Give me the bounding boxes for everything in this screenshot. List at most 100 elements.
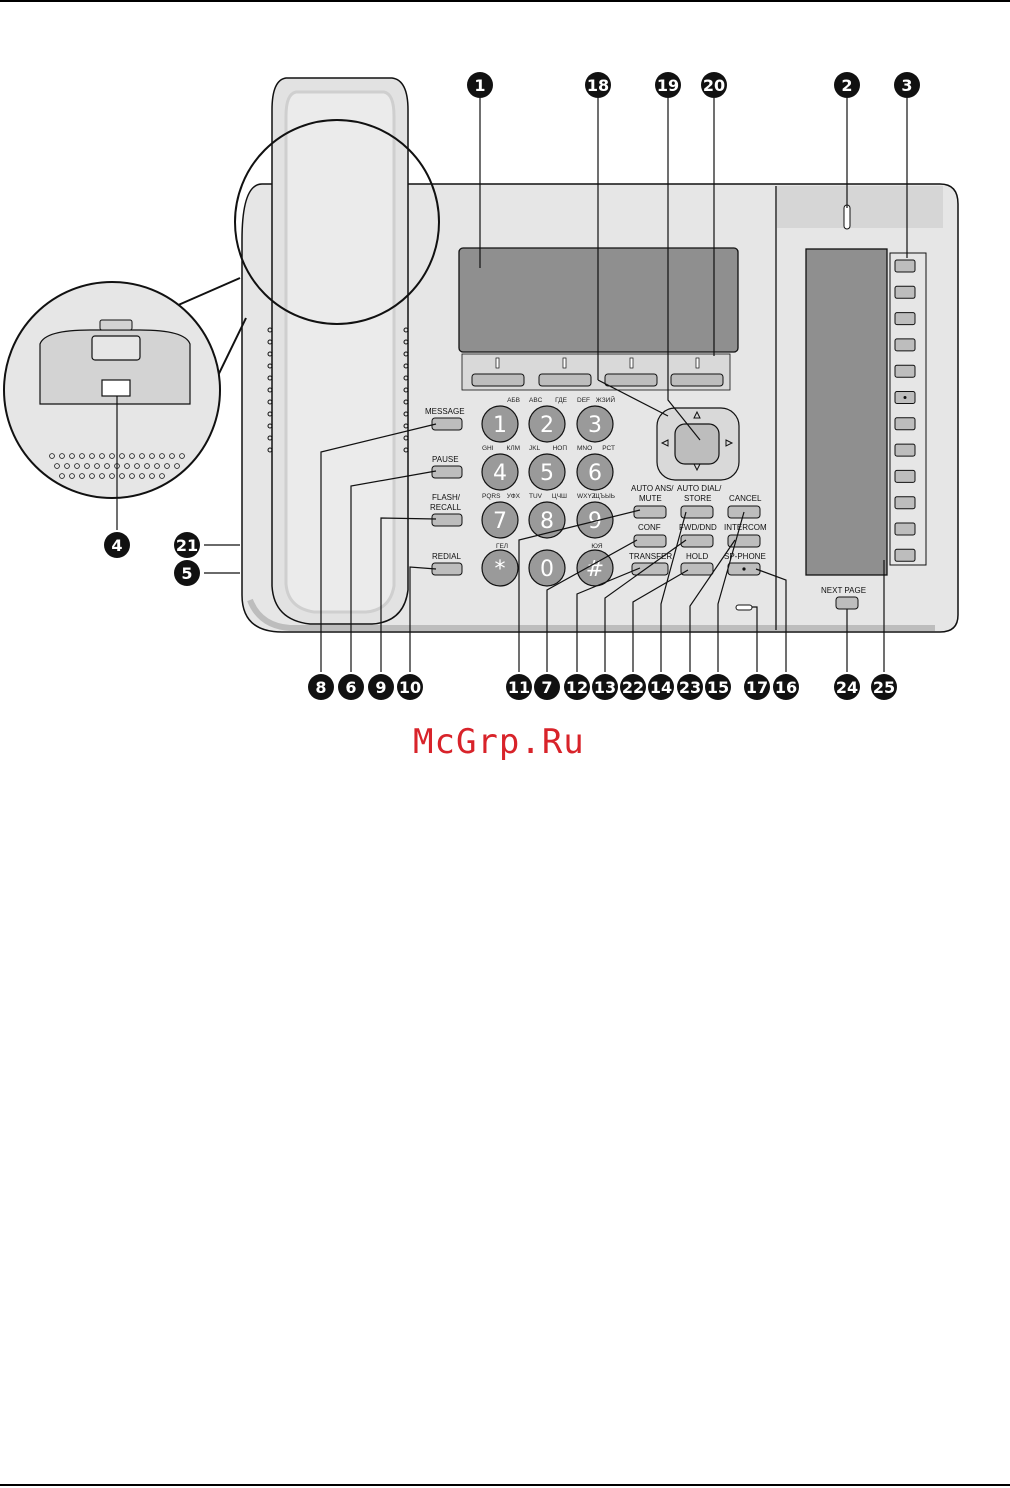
svg-text:13: 13: [594, 678, 616, 697]
keypad-letters-latin: ABC: [529, 397, 543, 404]
keypad-digit: #: [586, 557, 604, 582]
soft-key-3[interactable]: [604, 373, 658, 387]
keypad-digit: 6: [588, 461, 602, 486]
svg-text:9: 9: [375, 678, 386, 697]
svg-text:18: 18: [587, 76, 609, 95]
watermark: McGrp.Ru: [413, 722, 585, 762]
fwd-dnd-button[interactable]: [680, 534, 714, 548]
callout-18: 18: [585, 72, 611, 98]
right-arrow-icon[interactable]: [725, 439, 734, 447]
callout-15: 15: [705, 674, 731, 700]
svg-text:6: 6: [345, 678, 356, 697]
conf-label: CONF: [638, 523, 661, 532]
next-page-button[interactable]: [835, 596, 859, 610]
keypad-letters-latin: JKL: [529, 445, 541, 452]
conf-button[interactable]: [633, 534, 667, 548]
flexible-button-4[interactable]: [894, 338, 916, 352]
svg-text:24: 24: [836, 678, 858, 697]
keypad-letters-cyrillic: РСТ: [602, 445, 615, 452]
hold-label: HOLD: [686, 552, 708, 561]
flexible-button-10[interactable]: [894, 496, 916, 510]
soft-key-2[interactable]: [538, 373, 592, 387]
handset: [267, 77, 409, 625]
callout-4: 4: [104, 532, 130, 558]
svg-text:17: 17: [746, 678, 768, 697]
keypad-letters-cyrillic: ЩЪЫЬ: [594, 493, 615, 500]
keypad-digit: 5: [540, 461, 554, 486]
callout-19: 19: [655, 72, 681, 98]
keypad-letters-latin: DEF: [577, 397, 590, 404]
flexible-button-1[interactable]: [894, 259, 916, 273]
flexible-button-5[interactable]: [894, 364, 916, 378]
keypad-key-10[interactable]: *ГЕЛ: [481, 543, 519, 587]
keypad-letters-latin: TUV: [529, 493, 543, 500]
keypad-letters-cyrillic: КЛМ: [507, 445, 520, 452]
callout-1: 1: [467, 72, 493, 98]
soft-key-4[interactable]: [670, 373, 724, 387]
flexible-button-11[interactable]: [894, 522, 916, 536]
keypad-key-11[interactable]: 0: [528, 549, 566, 587]
down-arrow-icon[interactable]: [693, 463, 701, 472]
callout-13: 13: [592, 674, 618, 700]
navigator-key[interactable]: [656, 407, 740, 481]
svg-text:20: 20: [703, 76, 725, 95]
flexible-button-7[interactable]: [894, 417, 916, 431]
flexible-button-2[interactable]: [894, 285, 916, 299]
top-rule: [0, 0, 1010, 2]
callout-5: 5: [174, 560, 200, 586]
right-function-buttons: AUTO ANS/ MUTE AUTO DIAL/ STORE CANCEL C…: [629, 484, 767, 576]
pause-button[interactable]: [431, 465, 463, 479]
hold-button[interactable]: [680, 562, 714, 576]
auto-dial-label-line2: STORE: [684, 494, 711, 503]
keypad-digit: 7: [493, 509, 507, 534]
svg-text:14: 14: [650, 678, 672, 697]
keypad-digit: 2: [540, 413, 554, 438]
svg-text:16: 16: [775, 678, 797, 697]
svg-text:4: 4: [111, 536, 122, 555]
svg-text:12: 12: [566, 678, 588, 697]
flash-label-line2: RECALL: [430, 503, 462, 512]
auto-ans-label-line2: MUTE: [639, 494, 662, 503]
svg-text:1: 1: [474, 76, 485, 95]
self-labelling-display: [805, 248, 888, 576]
message-button[interactable]: [431, 417, 463, 431]
callout-8: 8: [308, 674, 334, 700]
keypad-letters-cyrillic: ГДЕ: [555, 397, 567, 404]
callout-16: 16: [773, 674, 799, 700]
svg-text:25: 25: [873, 678, 895, 697]
keypad-digit: 3: [588, 413, 602, 438]
callout-6: 6: [338, 674, 364, 700]
flash-label-line1: FLASH/: [432, 493, 461, 502]
callout-2: 2: [834, 72, 860, 98]
auto-dial-store-button[interactable]: [680, 505, 714, 519]
flexible-button-12[interactable]: [894, 548, 916, 562]
keypad-digit: *: [495, 557, 506, 582]
magnifier-ring: [234, 119, 440, 325]
phone-diagram: MESSAGE PAUSE FLASH/ RECALL REDIAL 1АБВ2…: [3, 72, 959, 700]
keypad-key-2[interactable]: 2 ABC ГДЕ: [528, 397, 568, 443]
callout-3: 3: [894, 72, 920, 98]
auto-ans-mute-button[interactable]: [633, 505, 667, 519]
intercom-button[interactable]: [727, 534, 761, 548]
left-arrow-icon[interactable]: [660, 439, 669, 447]
flexible-button-9[interactable]: [894, 469, 916, 483]
soft-key-1[interactable]: [471, 373, 525, 387]
soft-keys[interactable]: [471, 357, 724, 387]
enter-button[interactable]: [674, 423, 720, 465]
flash-recall-button[interactable]: [431, 513, 463, 527]
flexible-button-8[interactable]: [894, 443, 916, 457]
flexible-button-3[interactable]: [894, 312, 916, 326]
redial-button[interactable]: [431, 562, 463, 576]
redial-label: REDIAL: [432, 552, 461, 561]
up-arrow-icon[interactable]: [693, 410, 701, 419]
callout-21: 21: [174, 532, 200, 558]
svg-text:7: 7: [541, 678, 552, 697]
